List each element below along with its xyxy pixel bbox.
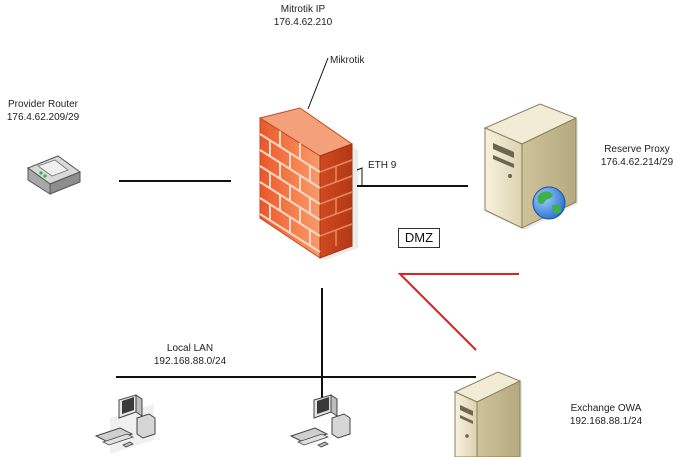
local-lan-subnet: 192.168.88.0/24 [153,356,227,367]
mikrotik-label: Mikrotik [330,55,365,66]
mikrotik-ip-title: Mitrotik IP [280,4,326,15]
reverse-proxy-title: Reserve Proxy [604,144,670,155]
eth-port-label: ETH 9 [368,160,397,171]
callout-eth9 [356,167,363,186]
workstation-icon [289,394,351,448]
provider-router-ip: 176.4.62.209/29 [6,112,80,123]
provider-router-title: Provider Router [7,99,79,110]
exchange-ip: 192.168.88.1/24 [569,416,643,427]
router-icon [26,155,82,195]
mikrotik-ip-value: 176.4.62.210 [273,17,333,28]
callout-mikrotik [307,57,329,110]
dmz-red-link [397,273,519,351]
dmz-label: DMZ [398,228,440,248]
local-lan-title: Local LAN [166,343,214,354]
globe-icon [532,186,566,220]
reverse-proxy-ip: 176.4.62.214/29 [600,157,674,168]
firewall-icon [258,107,358,260]
server-icon [453,371,522,457]
workstation-icon [94,394,156,454]
exchange-title: Exchange OWA [570,403,642,414]
server-icon [483,103,578,230]
